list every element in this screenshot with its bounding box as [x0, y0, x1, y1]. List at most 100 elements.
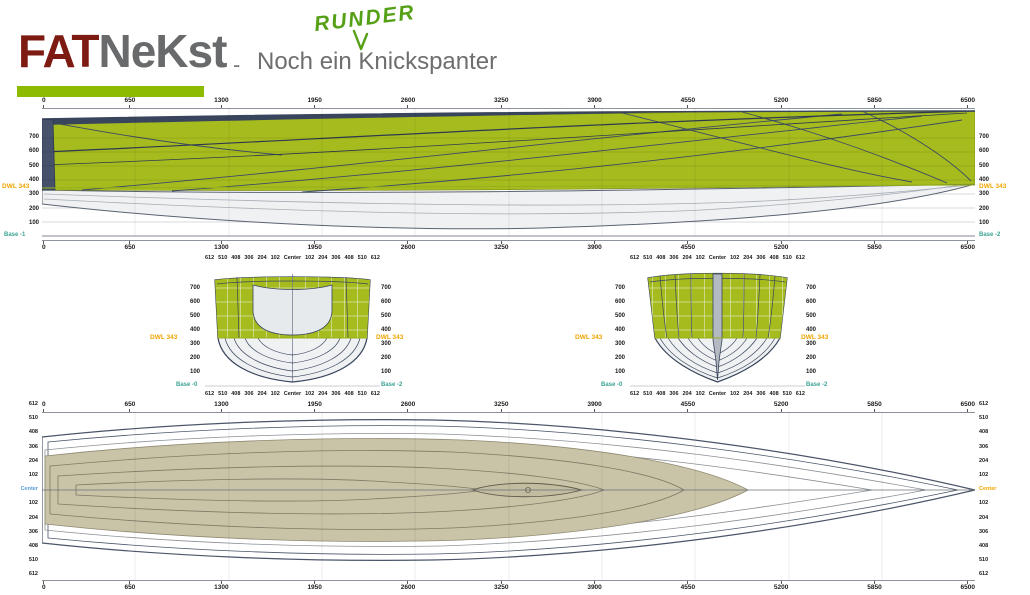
breadth-label: 612: [795, 255, 805, 261]
breadth-label: 408: [28, 543, 38, 550]
breadth-label: 204: [979, 514, 989, 521]
ruler-tick: 6500: [960, 400, 975, 413]
ruler-tick-label: 4550: [680, 244, 696, 251]
height-label: 500: [28, 162, 39, 169]
ruler-tick: 5850: [867, 581, 881, 592]
height-label: 500: [189, 313, 200, 319]
breadth-label: 408: [769, 255, 779, 261]
breadth-label: 612: [205, 255, 215, 261]
bodyplan-left-drawing: [205, 274, 380, 387]
ruler-tick: 6500: [961, 97, 975, 109]
ruler-tick-label: 5850: [867, 584, 882, 591]
ruler-tick-label: 1300: [214, 96, 229, 104]
ruler-tick: 3250: [494, 96, 509, 109]
plan-view-drawing: [42, 412, 975, 580]
ruler-tick: 0: [42, 401, 46, 413]
breadth-label: 612: [630, 391, 640, 397]
ruler-tick-label: 5200: [773, 244, 789, 251]
breadth-label: 612: [979, 571, 989, 578]
ruler-tick-label: 3900: [587, 96, 602, 104]
breadth-label: 306: [331, 391, 341, 397]
height-label: 600: [614, 299, 625, 305]
breadth-label: 408: [979, 429, 989, 436]
bodyplan-left-dwl-label-left: DWL 343: [150, 334, 178, 341]
ruler-tick: 1950: [307, 97, 321, 109]
ruler-tick-label: 2600: [400, 400, 416, 408]
height-label: 200: [806, 355, 817, 361]
height-label: 100: [28, 219, 39, 226]
ruler-tick-label: 1300: [214, 244, 229, 251]
breadth-label: 510: [28, 557, 38, 564]
ruler-tick-label: 6500: [960, 400, 975, 408]
height-label: 400: [189, 327, 200, 333]
height-label: 400: [381, 327, 392, 333]
ruler-tick: 3250: [494, 401, 508, 413]
ruler-tick-label: 3250: [494, 96, 509, 104]
breadth-label: 102: [28, 472, 38, 479]
height-label: 600: [806, 299, 817, 305]
height-label: 600: [189, 299, 200, 305]
height-label: 300: [189, 341, 200, 347]
breadth-label: 612: [28, 571, 38, 578]
logo-fat: FAT: [18, 25, 99, 77]
height-label: 700: [381, 285, 392, 291]
ruler-tick-label: 1950: [307, 244, 322, 251]
breadth-label: 510: [643, 391, 653, 397]
breadth-label: 102: [270, 255, 280, 261]
bodyplan-right-dwl-label-left: DWL 343: [575, 334, 603, 341]
height-label: 700: [806, 285, 817, 291]
height-label: 400: [614, 327, 625, 333]
height-label: 500: [614, 313, 625, 319]
breadth-label: 510: [979, 415, 989, 422]
height-label: 200: [614, 355, 625, 361]
ruler-tick-label: 3250: [494, 244, 509, 251]
height-label: 300: [979, 191, 990, 198]
breadth-label: 510: [28, 415, 38, 422]
breadth-label: 612: [979, 401, 989, 407]
height-label: 200: [189, 355, 200, 361]
ruler-tick-label: 3900: [587, 400, 602, 408]
profile-base-label-right: Base -2: [979, 232, 1001, 238]
breadth-label: 102: [28, 500, 38, 507]
ruler-tick: 1950: [307, 581, 321, 592]
ruler-tick-label: 3900: [587, 584, 602, 591]
ruler-tick-label: 6500: [960, 244, 975, 251]
ruler-tick: 2600: [401, 241, 415, 252]
ruler-tick-label: 650: [124, 96, 136, 104]
breadth-label: 408: [344, 391, 354, 397]
profile-dwl-label-right: DWL 343: [979, 183, 1007, 190]
ruler-tick: 0: [42, 241, 46, 252]
breadth-label: 612: [205, 391, 215, 397]
ruler-tick-label: 5200: [773, 584, 789, 591]
ruler-tick-label: 2600: [400, 244, 416, 251]
ruler-tick: 1300: [214, 241, 228, 252]
height-label: 400: [28, 176, 39, 183]
height-label: 100: [381, 369, 392, 375]
breadth-label: 204: [682, 391, 692, 397]
ruler-tick: 3250: [494, 581, 508, 592]
height-label: 500: [806, 313, 817, 319]
breadth-label: 204: [257, 255, 267, 261]
height-label: 200: [28, 205, 39, 212]
ruler-tick-label: 5850: [867, 244, 882, 251]
ruler-tick-label: 650: [124, 400, 136, 408]
ruler-tick-label: 3900: [587, 244, 602, 251]
breadth-label: 204: [743, 255, 753, 261]
breadth-label: 102: [730, 255, 740, 261]
ruler-tick-label: 5200: [773, 400, 789, 408]
breadth-label: 204: [682, 255, 692, 261]
height-label: 700: [28, 134, 39, 140]
breadth-label: 204: [28, 514, 38, 521]
ruler-tick-label: 650: [124, 244, 136, 251]
bodyplan-right-base-label-right: Base -2: [806, 382, 828, 388]
breadth-label: 306: [756, 255, 766, 261]
height-label: 700: [979, 134, 990, 140]
logo-underline-bar: [17, 86, 204, 97]
height-label: 600: [381, 299, 392, 305]
